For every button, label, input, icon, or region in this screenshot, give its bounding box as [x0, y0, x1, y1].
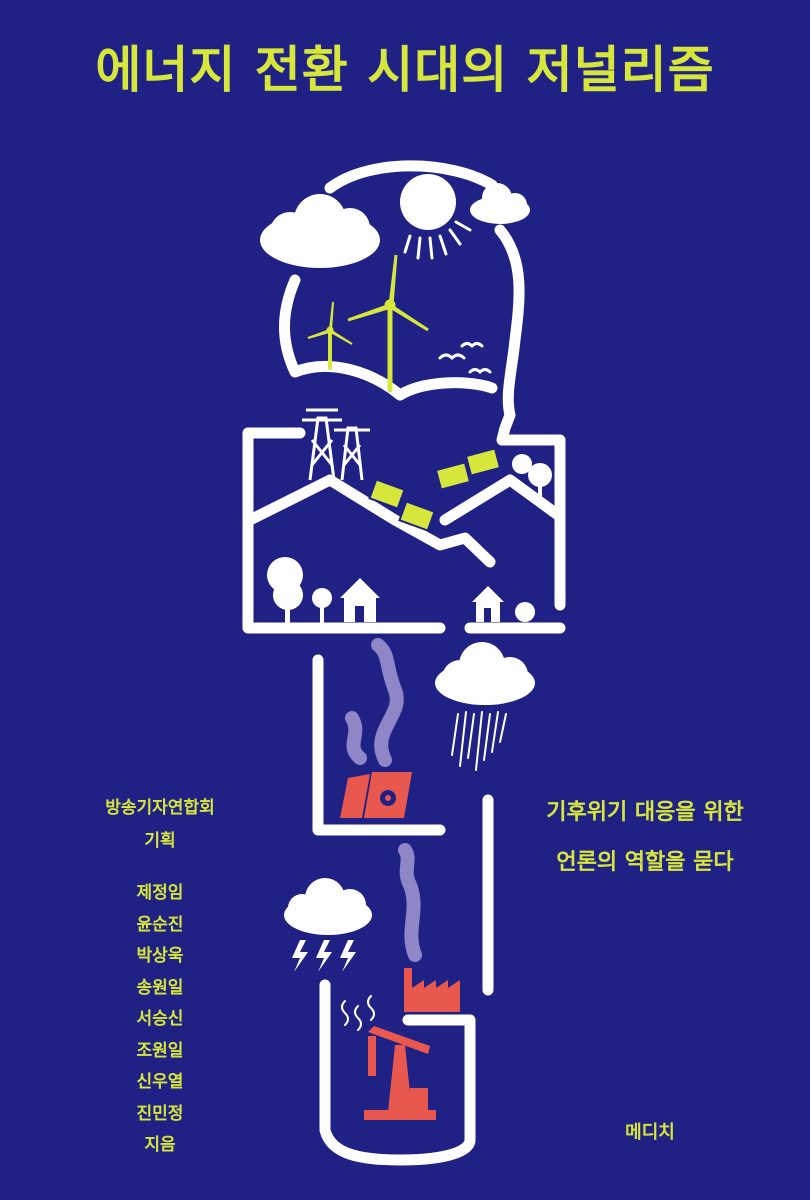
lower-body-right — [402, 794, 494, 1146]
author-name: 서승신 — [136, 1009, 184, 1029]
rain-cloud-icon — [435, 642, 535, 771]
sun-icon — [400, 174, 472, 260]
author-name: 송원일 — [136, 977, 184, 998]
tree-icon — [267, 454, 552, 625]
storm-cloud-icon — [284, 878, 372, 972]
author-name: 조원일 — [136, 1040, 184, 1061]
author-name: 진민정 — [136, 1103, 184, 1124]
factory-icon — [404, 968, 460, 1012]
publisher-logo: 메디치 — [625, 1122, 675, 1143]
solar-panel-icon — [368, 447, 502, 532]
head-chin — [279, 274, 498, 401]
author-name: 신우열 — [136, 1072, 184, 1092]
tagline: 기후위기 대응을 위한 언론의 역할을 묻다 — [520, 788, 770, 888]
head-outline — [324, 160, 566, 611]
lightning-icon — [292, 940, 356, 972]
transmission-tower-icon — [302, 408, 370, 481]
oil-pump-icon — [364, 1026, 436, 1120]
smoke-icon — [345, 638, 422, 962]
foot-outline — [319, 979, 476, 1166]
cloud-icon — [470, 183, 530, 224]
tagline-line: 언론의 역할을 묻다 — [556, 850, 734, 875]
author-list: 제정임 윤순진 박상욱 송원일 서승신 조원일 신우열 진민정 지음 — [80, 878, 240, 1162]
lower-body-left — [312, 654, 446, 836]
wind-turbine-icon — [347, 254, 429, 393]
wind-turbine-icon — [307, 301, 353, 370]
heat-wave-icon — [341, 995, 375, 1031]
authors-suffix: 지음 — [144, 1135, 176, 1155]
planner-credit: 방송기자연합회 기획 — [80, 792, 240, 858]
author-name: 박상욱 — [136, 946, 184, 966]
torso-outline — [242, 427, 566, 634]
nuclear-plant-icon — [340, 772, 412, 818]
tagline-line: 기후위기 대응을 위한 — [546, 800, 744, 825]
author-name: 제정임 — [136, 883, 184, 903]
book-title: 에너지 전환 시대의 저널리즘 — [95, 41, 715, 99]
house-icon — [340, 578, 504, 622]
bird-icon — [438, 342, 492, 375]
cloud-icon — [260, 194, 380, 268]
author-name: 윤순진 — [136, 914, 184, 935]
planner-org: 방송기자연합회 — [105, 798, 215, 818]
planner-role: 기획 — [144, 831, 176, 851]
mountain-ridge — [244, 474, 564, 568]
